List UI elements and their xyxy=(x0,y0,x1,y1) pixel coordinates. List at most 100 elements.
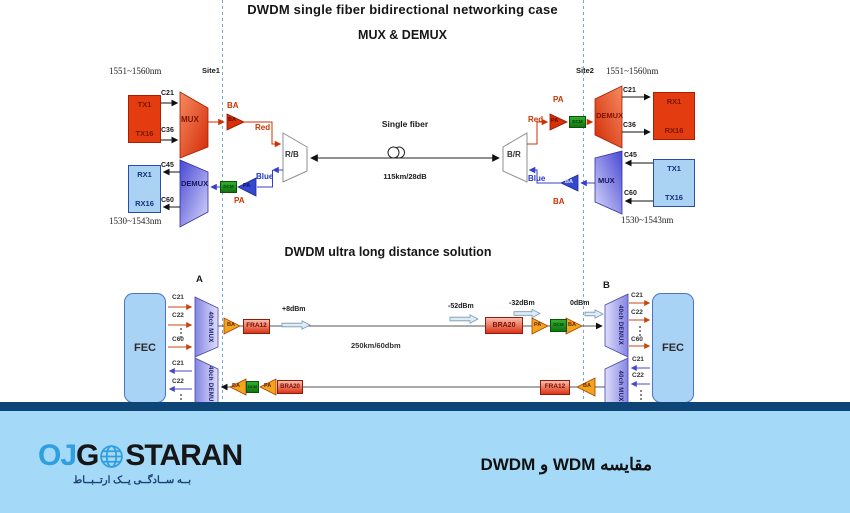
pa-amp-label-site1: PA xyxy=(243,183,251,189)
dcm-module-site2: DCM xyxy=(569,116,586,128)
top-subtitle: MUX & DEMUX xyxy=(358,28,447,42)
logo-staran-text: STARAN xyxy=(125,439,243,472)
long-haul-lines xyxy=(218,322,605,391)
red-wavelength-path xyxy=(208,118,594,148)
edfa-triangles xyxy=(223,317,596,397)
ch-a-rx-1: C21 xyxy=(172,360,184,367)
red-band-label-site2: Red xyxy=(528,115,544,124)
logo-g-text: G xyxy=(76,439,99,472)
channel-c21-label: C21 xyxy=(161,90,174,97)
ba-label-a-out: BA xyxy=(227,322,235,328)
node-b-label: B xyxy=(603,280,610,291)
ch-b-rx-n: C60 xyxy=(631,336,643,343)
ellipsis-dots xyxy=(180,326,642,400)
site1-tx-band-label: 1551~1560nm xyxy=(109,66,162,76)
ba-label-mid: BA xyxy=(568,322,576,328)
demux-trapezoid-site1 xyxy=(179,159,209,228)
ch-a-rx-2: C22 xyxy=(172,378,184,385)
top-title: DWDM single fiber bidirectional networki… xyxy=(247,2,558,17)
single-fiber-label: Single fiber xyxy=(381,119,429,129)
node-a-label: A xyxy=(196,274,203,285)
channel-arrows-b xyxy=(629,300,651,387)
power-level-arrows xyxy=(281,308,604,330)
dcm-module-return: DCM xyxy=(246,381,259,393)
ba-triangle-a-out xyxy=(223,317,241,335)
rx16-label: RX16 xyxy=(135,198,154,208)
tx1-label: TX1 xyxy=(137,100,152,109)
rx-terminal-site2: RX1 RX16 xyxy=(653,92,695,140)
blue-band-label-site2: Blue xyxy=(528,174,546,183)
br-coupler-label: B/R xyxy=(507,150,521,159)
channel-c36-label-site2: C36 xyxy=(623,122,636,129)
brand-tagline: بــه ســادگــی یــک ارتــبــاط xyxy=(72,475,192,486)
channel-c45-label: C45 xyxy=(161,162,174,169)
channel-c60-label-site2: C60 xyxy=(624,190,637,197)
ba-amp-label-site1: BA xyxy=(228,117,236,123)
bra20-amp-return: BRA20 xyxy=(277,380,303,394)
channel-c36-label: C36 xyxy=(161,127,174,134)
pa-label-return: PA xyxy=(264,383,272,389)
ba-amp-triangle-site2 xyxy=(560,174,579,192)
rx1-label-site2: RX1 xyxy=(666,97,682,106)
site-boundary-lines xyxy=(222,0,584,402)
bra20-amp-forward: BRA20 xyxy=(485,317,523,334)
pa-triangle-mid xyxy=(531,317,549,335)
rb-coupler-shape xyxy=(282,132,308,183)
ch-a-tx-2: C22 xyxy=(172,312,184,319)
fiber-spec-label: 115km/28dB xyxy=(383,172,427,181)
red-band-label-site1: Red xyxy=(255,123,271,132)
top-diagram-shapes xyxy=(161,85,653,228)
ba-tag-site1: BA xyxy=(227,101,239,110)
site2-rx-band-label: 1551~1560nm xyxy=(606,66,659,76)
dcm-module-site1: DCM xyxy=(220,181,237,193)
ba-amp-triangle-site1 xyxy=(226,113,245,131)
ba-label-return-b: BA xyxy=(583,383,591,389)
fec-box-b: FEC xyxy=(652,293,694,403)
fec-box-a: FEC xyxy=(124,293,166,403)
fiber-coil-icon xyxy=(387,146,405,159)
pa-tag-site2: PA xyxy=(553,95,564,104)
channel-c21-label-site2: C21 xyxy=(623,87,636,94)
pa-amp-triangle-site2 xyxy=(549,113,568,131)
tx16-label-site2: TX16 xyxy=(665,192,683,202)
fra12-amp-forward: FRA12 xyxy=(243,319,270,334)
ba-amp-label-site2: BA xyxy=(565,179,573,185)
ch-b-rx-2: C22 xyxy=(631,309,643,316)
rx16-label-site2: RX16 xyxy=(664,125,684,135)
demux40-trapezoid-b xyxy=(604,293,629,358)
bottom-title: DWDM ultra long distance solution xyxy=(284,245,492,259)
power-tx-label: +8dBm xyxy=(282,306,306,313)
channel-c45-label-site2: C45 xyxy=(624,152,637,159)
blue-band-label-site1: Blue xyxy=(256,172,274,181)
blue-wavelength-path xyxy=(210,166,595,191)
globe-icon xyxy=(100,444,124,468)
rx1-label: RX1 xyxy=(137,170,152,179)
logo-oj-text: OJ xyxy=(38,439,77,472)
site1-label: Site1 xyxy=(202,66,220,75)
power-mid-label: -32dBm xyxy=(509,300,535,307)
channel-arrows-top xyxy=(161,93,653,211)
mux40-trapezoid-a xyxy=(194,296,219,358)
demux-trapezoid-site2 xyxy=(594,85,623,149)
tx16-label: TX16 xyxy=(135,128,154,138)
br-coupler-shape xyxy=(502,132,528,183)
dcm-module-mid: DCM xyxy=(550,319,567,332)
ch-a-tx-1: C21 xyxy=(172,294,184,301)
rx-terminal-site1: RX1 RX16 xyxy=(128,165,161,213)
mux40-label-a: 40ch MUX xyxy=(207,311,213,343)
pa-tag-site1: PA xyxy=(234,196,245,205)
site2-label: Site2 xyxy=(576,66,594,75)
channel-arrows-a xyxy=(168,304,193,392)
divider-bar xyxy=(0,402,850,411)
ch-b-tx-1: C21 xyxy=(632,356,644,363)
ba-triangle-return-b xyxy=(576,377,596,397)
site2-tx-band-label: 1530~1543nm xyxy=(621,215,674,225)
rb-coupler-label: R/B xyxy=(285,150,299,159)
tx-terminal-site2: TX1 TX16 xyxy=(653,159,695,207)
power-in-label: -52dBm xyxy=(448,303,474,310)
span-label: 250km/60dbm xyxy=(351,341,401,350)
ba-tag-site2: BA xyxy=(553,197,565,206)
